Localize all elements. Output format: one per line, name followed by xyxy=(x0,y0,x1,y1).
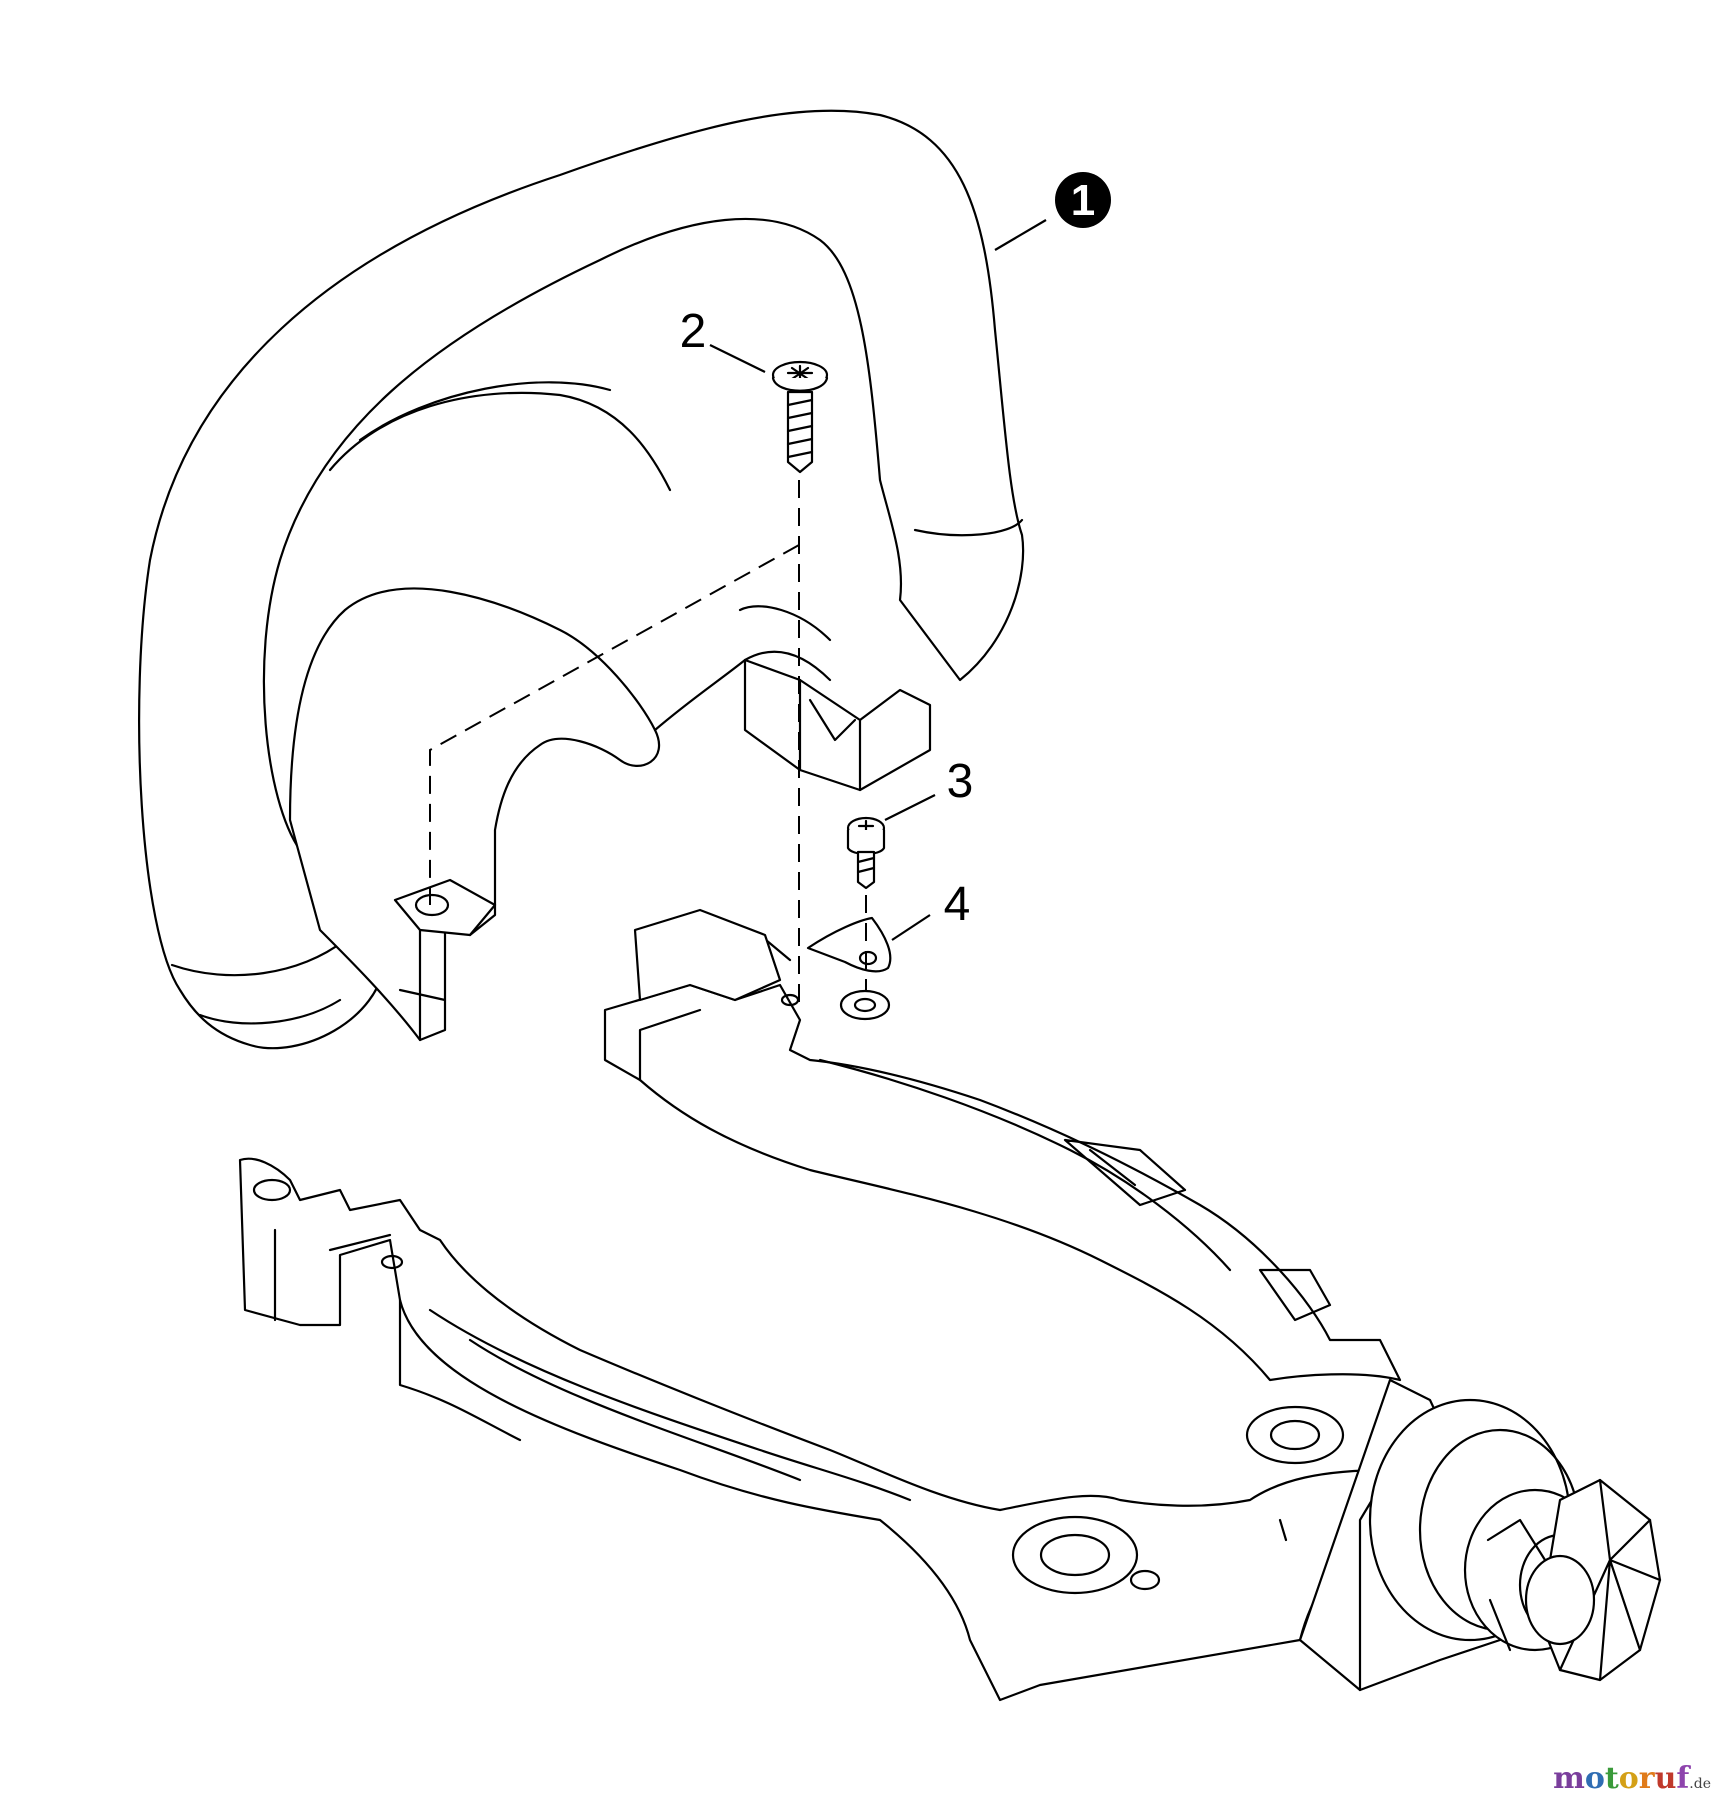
screw-part-3 xyxy=(846,816,886,890)
watermark-letter: t xyxy=(1604,1761,1619,1796)
watermark-letter: o xyxy=(1618,1761,1639,1796)
watermark-letter: f xyxy=(1676,1761,1690,1796)
watermark-letter: o xyxy=(1584,1761,1605,1796)
front-handle-part xyxy=(138,109,1025,1050)
assembly-lines xyxy=(429,480,867,1005)
plate-part-4 xyxy=(806,916,892,973)
watermark-letter: m xyxy=(1553,1761,1585,1796)
frame-upper-rail xyxy=(603,983,1402,1382)
handle-loop-outer xyxy=(138,109,1025,1050)
watermark-logo: motoruf.de xyxy=(1553,1761,1711,1796)
callout-leaders xyxy=(709,219,1047,941)
callout-part-1: 1 xyxy=(1055,172,1111,228)
screw-part-2 xyxy=(771,360,829,474)
watermark-letter: u xyxy=(1654,1761,1677,1796)
callout-label-3: 3 xyxy=(947,755,974,808)
watermark-suffix: .de xyxy=(1689,1776,1711,1792)
watermark-letters: motoruf xyxy=(1553,1761,1689,1796)
watermark-letter: r xyxy=(1638,1761,1655,1796)
callout-label-1: 1 xyxy=(1071,176,1095,225)
frame-assembly xyxy=(238,908,1662,1702)
callout-label-2: 2 xyxy=(680,305,707,358)
handle-mount-block xyxy=(743,658,862,792)
callout-label-4: 4 xyxy=(944,878,971,931)
